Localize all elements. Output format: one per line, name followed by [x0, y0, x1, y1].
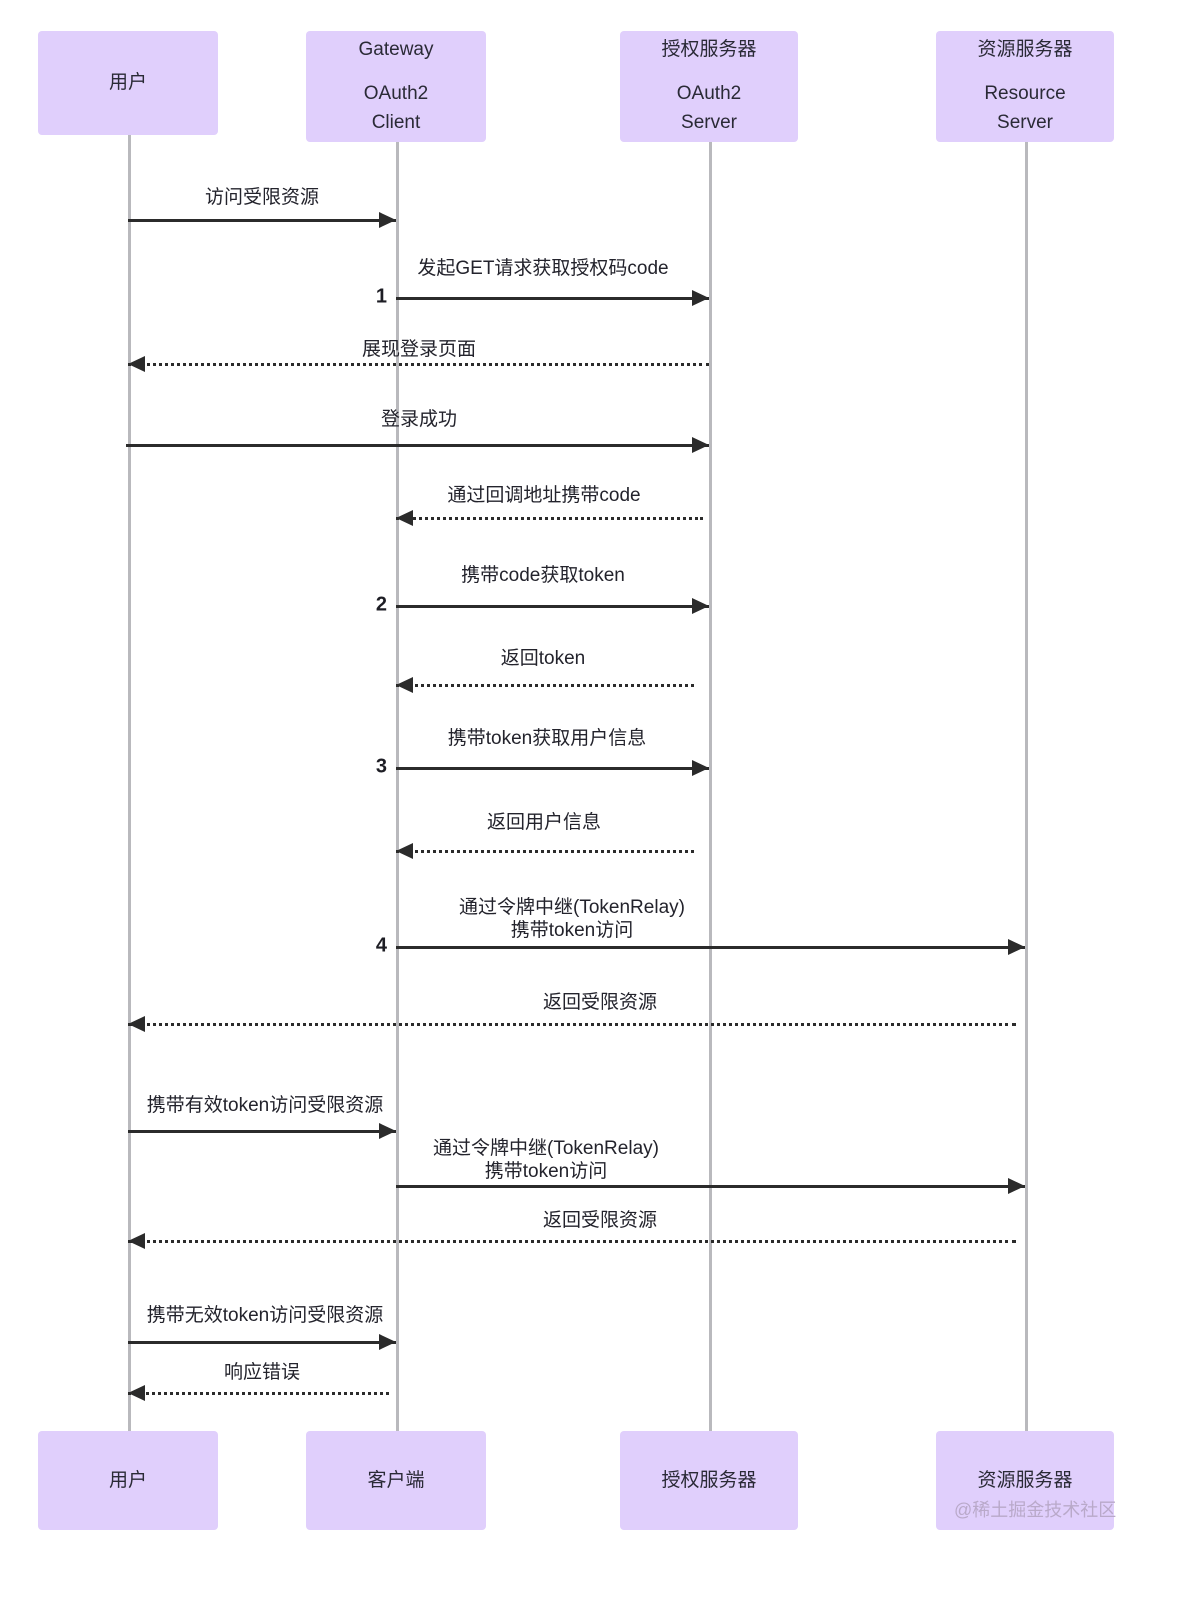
participant-label: 授权服务器	[661, 39, 757, 61]
lifeline-ll-authsrv	[709, 142, 712, 1431]
lifeline-ll-ressrv	[1025, 142, 1028, 1431]
participant-label: 用户	[108, 1469, 147, 1491]
message-sequence-number: 1	[375, 285, 387, 308]
participant-label: Server	[997, 112, 1053, 134]
message-label: 展现登录页面	[361, 339, 477, 360]
participant-user-b: 用户	[38, 1431, 218, 1530]
message-label: 通过令牌中继(TokenRelay) 携带token访问	[459, 897, 685, 942]
participant-label: Gateway	[358, 39, 434, 61]
message-label: 通过回调地址携带code	[447, 485, 641, 506]
message-line	[128, 1341, 396, 1344]
arrow-head-icon	[1008, 1178, 1025, 1194]
participant-label: 资源服务器	[977, 39, 1073, 61]
arrow-head-icon	[396, 510, 413, 526]
arrow-head-icon	[379, 1334, 396, 1350]
lifeline-ll-user	[128, 135, 131, 1431]
arrow-head-icon	[128, 1385, 145, 1401]
message-line	[126, 444, 709, 447]
message-line	[396, 517, 703, 520]
message-line	[396, 767, 709, 770]
participant-label: OAuth2	[363, 82, 429, 104]
message-line	[128, 1130, 396, 1133]
message-label: 发起GET请求获取授权码code	[417, 258, 669, 279]
message-line	[128, 219, 396, 222]
arrow-head-icon	[396, 843, 413, 859]
participant-label: Client	[371, 112, 421, 134]
message-label: 登录成功	[380, 409, 458, 430]
arrow-head-icon	[379, 1123, 396, 1139]
watermark: @稀土掘金技术社区	[954, 1500, 1117, 1520]
message-line	[396, 684, 694, 687]
message-label: 访问受限资源	[204, 187, 320, 208]
participant-label: Server	[681, 112, 737, 134]
message-line	[396, 605, 709, 608]
message-line	[128, 1240, 1016, 1243]
arrow-head-icon	[692, 437, 709, 453]
message-label: 返回token	[500, 648, 586, 669]
arrow-head-icon	[128, 1233, 145, 1249]
participant-label: Resource	[984, 82, 1066, 104]
message-line	[396, 850, 694, 853]
participant-user: 用户	[38, 31, 218, 135]
message-line	[128, 1023, 1016, 1026]
participant-label: 授权服务器	[661, 1469, 757, 1491]
message-line	[396, 1185, 1025, 1188]
participant-ressrv-b: 资源服务器	[936, 1431, 1114, 1530]
arrow-head-icon	[692, 290, 709, 306]
message-label: 携带无效token访问受限资源	[146, 1305, 384, 1326]
participant-label: 用户	[108, 72, 147, 94]
message-label: 返回用户信息	[486, 812, 602, 833]
lifeline-ll-gateway	[396, 142, 399, 1431]
message-line	[128, 1392, 389, 1395]
arrow-head-icon	[1008, 939, 1025, 955]
message-label: 返回受限资源	[542, 992, 658, 1013]
arrow-head-icon	[692, 760, 709, 776]
message-line	[396, 297, 709, 300]
message-label: 携带token获取用户信息	[447, 728, 647, 749]
message-label: 响应错误	[223, 1362, 301, 1383]
participant-label: 客户端	[367, 1469, 425, 1491]
message-line	[128, 363, 709, 366]
message-sequence-number: 3	[375, 755, 387, 778]
message-sequence-number: 2	[375, 593, 387, 616]
message-line	[396, 946, 1025, 949]
message-label: 通过令牌中继(TokenRelay) 携带token访问	[433, 1138, 659, 1183]
participant-client-b: 客户端	[306, 1431, 486, 1530]
participant-authsrv-b: 授权服务器	[620, 1431, 798, 1530]
arrow-head-icon	[692, 598, 709, 614]
participant-label: OAuth2	[676, 82, 742, 104]
message-label: 返回受限资源	[542, 1210, 658, 1231]
participant-label: 资源服务器	[977, 1469, 1073, 1491]
arrow-head-icon	[379, 212, 396, 228]
message-label: 携带code获取token	[461, 565, 625, 586]
message-sequence-number: 4	[375, 934, 387, 957]
arrow-head-icon	[396, 677, 413, 693]
arrow-head-icon	[128, 356, 145, 372]
arrow-head-icon	[128, 1016, 145, 1032]
message-label: 携带有效token访问受限资源	[146, 1095, 384, 1116]
